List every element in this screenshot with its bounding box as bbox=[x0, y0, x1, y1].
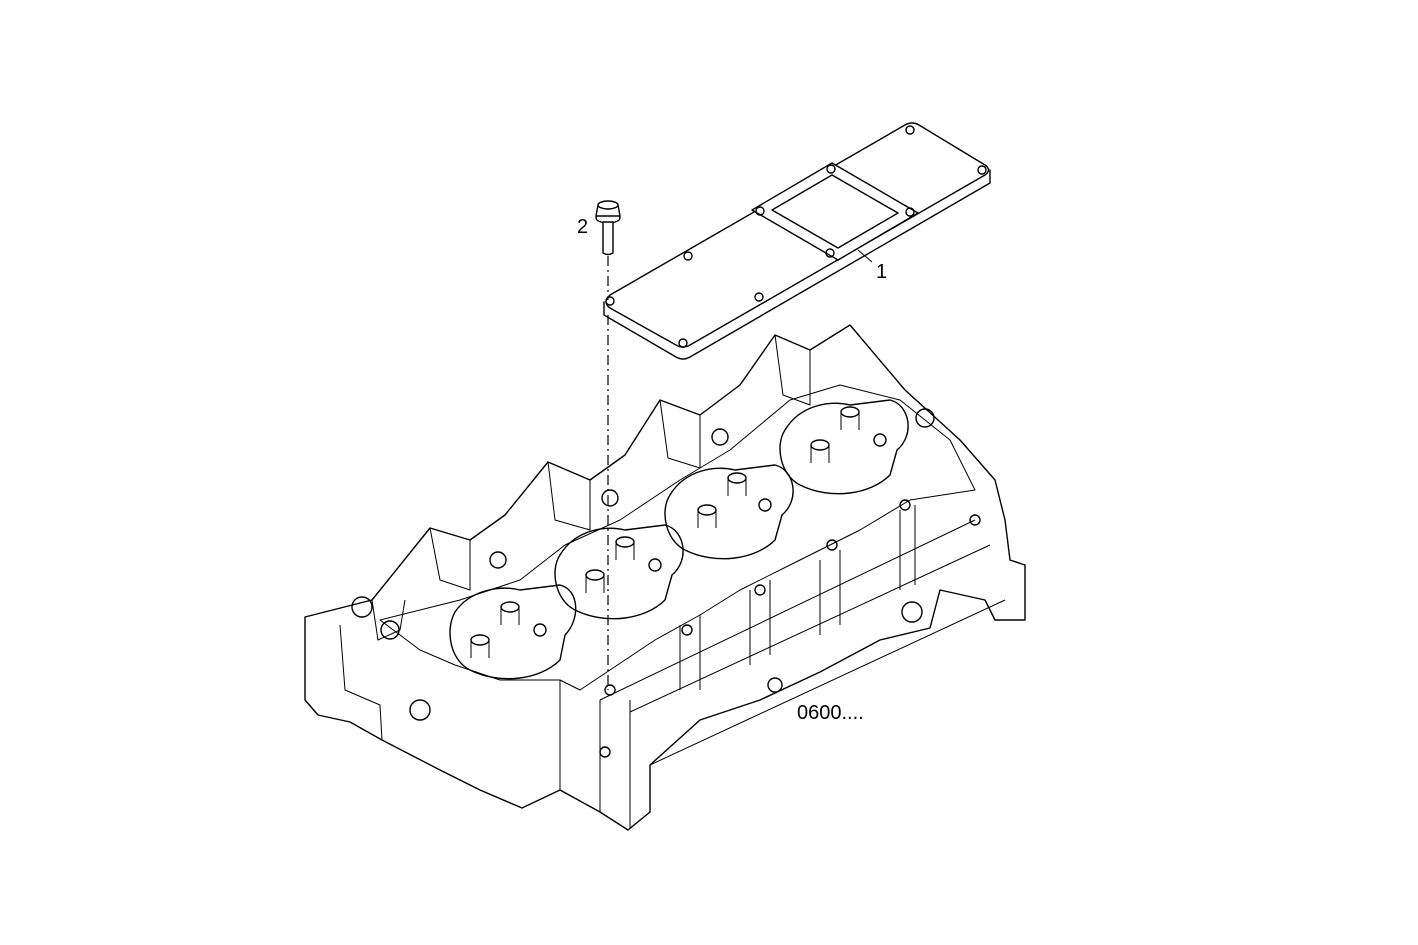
head-port-bosses bbox=[429, 334, 811, 591]
deck-bolt-holes bbox=[351, 408, 981, 758]
assembly-reference-label: 0600.... bbox=[797, 702, 864, 724]
cylinder-head-outline bbox=[304, 324, 1026, 831]
gasket-channel-4 bbox=[779, 399, 909, 495]
head-end-block bbox=[304, 599, 406, 741]
callout-part-2: 2 bbox=[577, 216, 589, 238]
cover-plate-raised-frame bbox=[751, 162, 919, 261]
leader-line-part-1 bbox=[857, 249, 873, 263]
cover-plate-edge bbox=[603, 169, 991, 360]
cylinder-head bbox=[304, 324, 1026, 831]
callout-part-1: 1 bbox=[876, 261, 888, 283]
cover-plate-opening bbox=[771, 174, 899, 249]
gasket-channel-1 bbox=[449, 584, 577, 680]
flange-bolt-part-2 bbox=[595, 200, 621, 256]
cover-plate-holes bbox=[605, 125, 987, 348]
cover-plate-part-1 bbox=[603, 122, 991, 360]
head-side-ribs bbox=[679, 505, 916, 690]
valve-bosses bbox=[470, 406, 860, 658]
head-front-face bbox=[559, 519, 1006, 828]
gasket-channel-3 bbox=[664, 464, 794, 560]
gasket-channel-2 bbox=[554, 524, 684, 620]
